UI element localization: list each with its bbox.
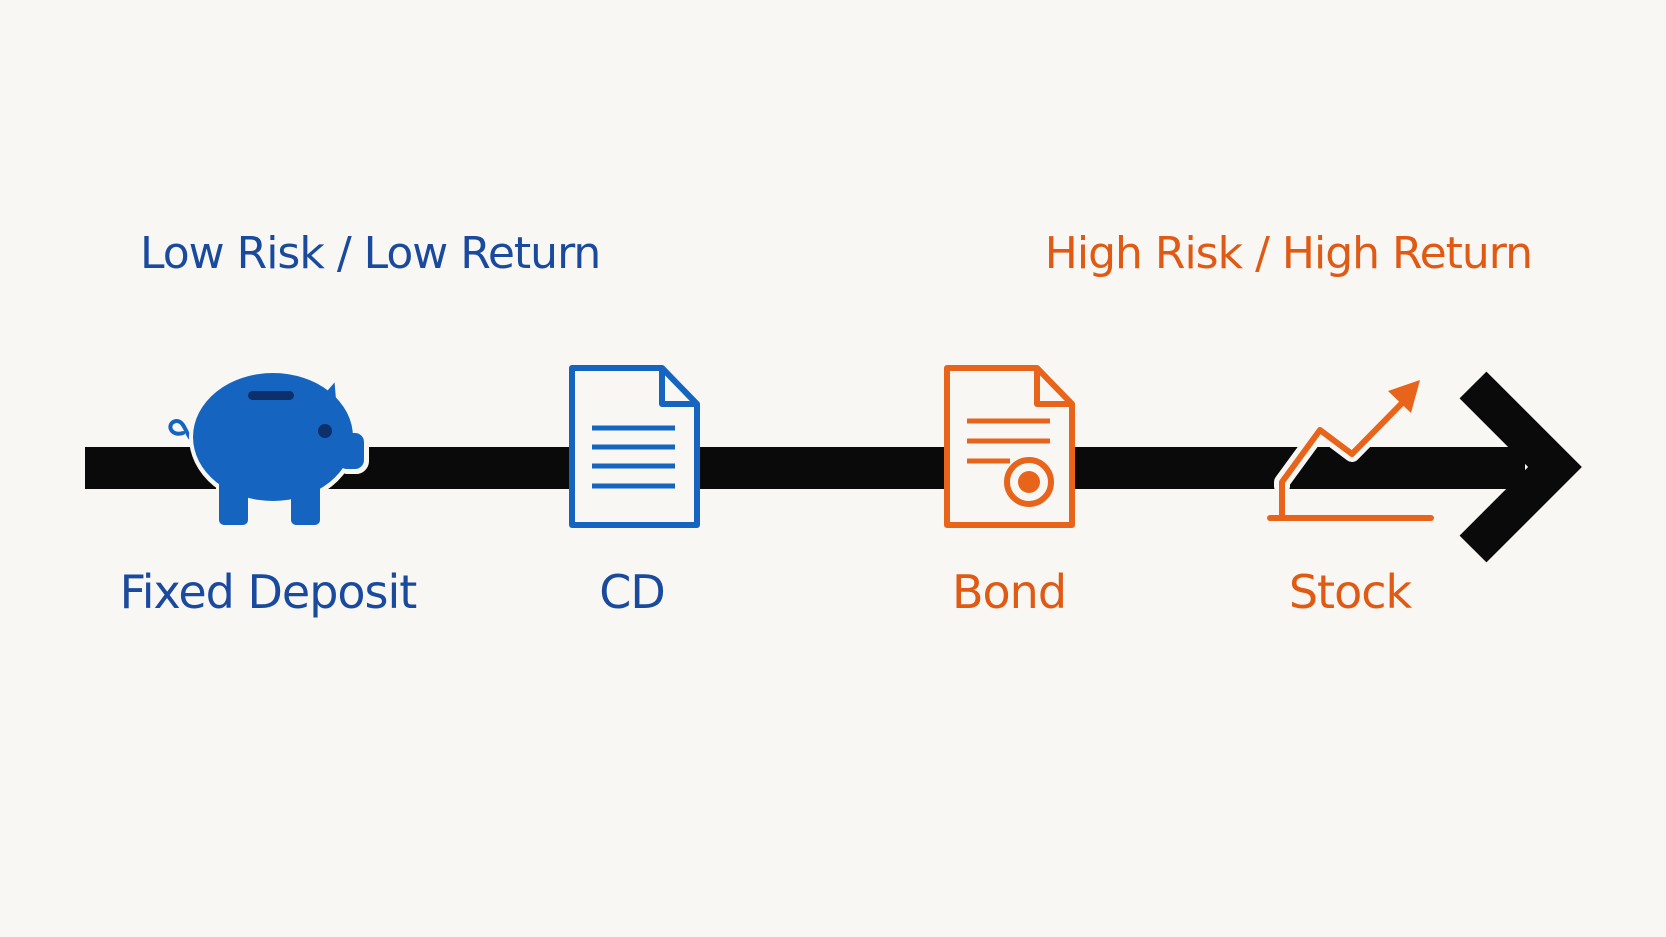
trending-up-chart-icon: [1267, 380, 1434, 521]
arrow-right-icon: [1459, 371, 1582, 563]
piggy-bank-icon: [165, 368, 369, 529]
stock-label: Stock: [1288, 565, 1412, 619]
certificate-document-icon: [944, 365, 1075, 528]
bond-label: Bond: [951, 565, 1067, 619]
low-risk-heading: Low Risk / Low Return: [140, 228, 601, 279]
cd-label: CD: [599, 565, 666, 619]
document-icon: [569, 365, 700, 528]
high-risk-heading: High Risk / High Return: [1044, 228, 1533, 279]
fixed-deposit-label: Fixed Deposit: [119, 565, 418, 619]
